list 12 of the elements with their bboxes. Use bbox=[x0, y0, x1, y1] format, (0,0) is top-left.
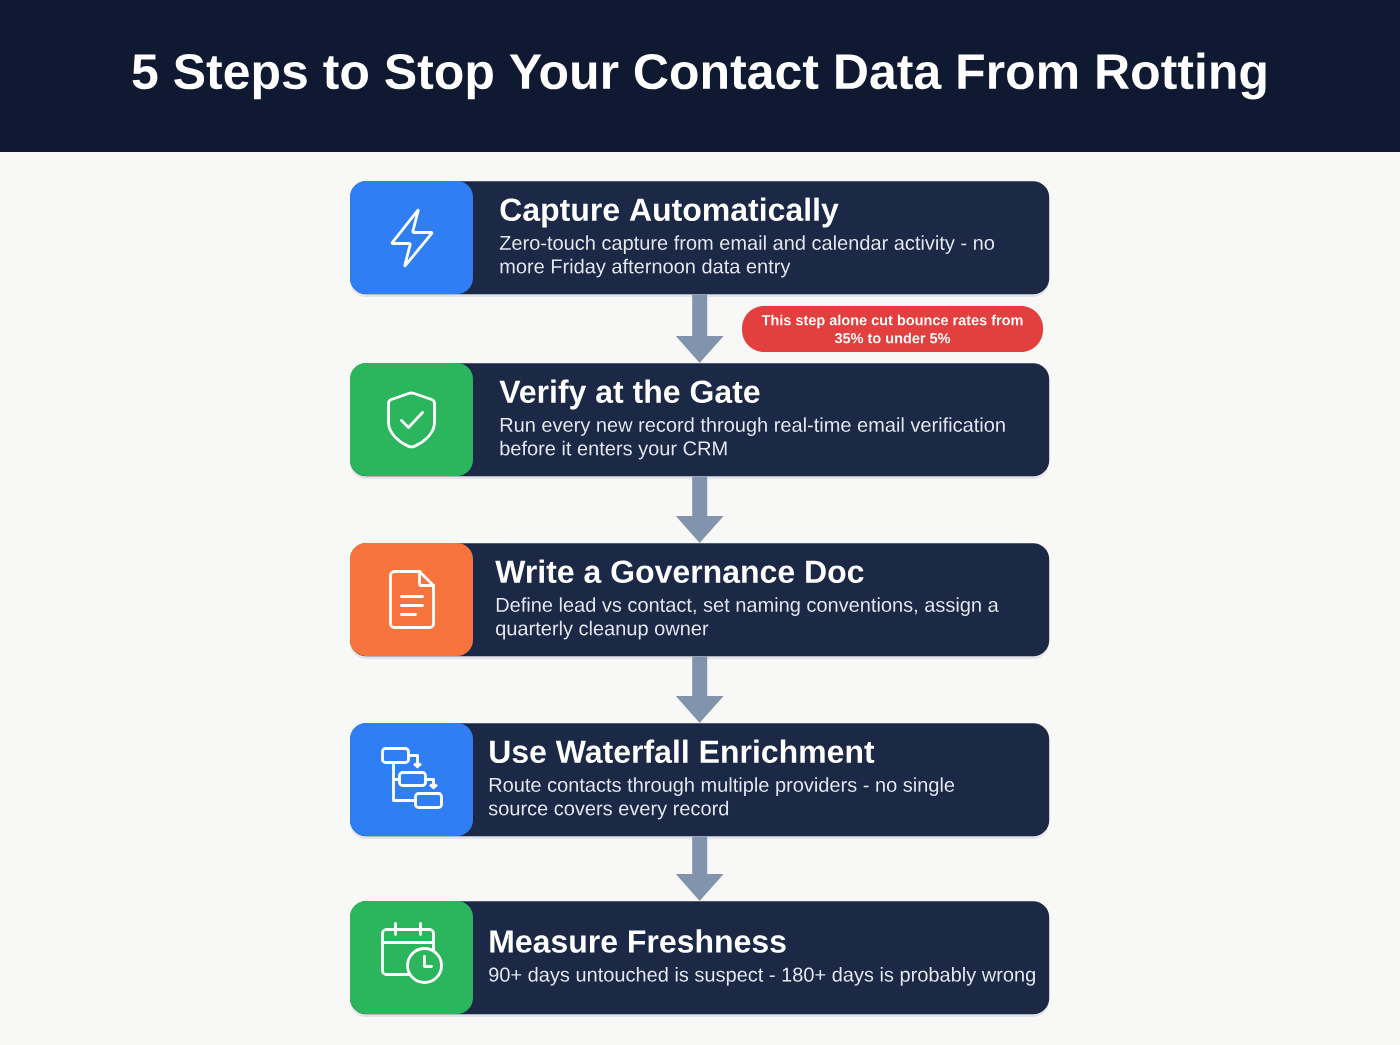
step-description: Run every new record through real-time email verification before it enters your CRM bbox=[500, 417, 1005, 460]
step-title: Verify at the Gate bbox=[499, 379, 760, 410]
step-description: Define lead vs contact, set naming conventions, assign a quarterly cleanup owner bbox=[496, 597, 999, 640]
step-title: Measure Freshness bbox=[490, 929, 786, 953]
step-title: Use Waterfall Enrichment bbox=[490, 739, 875, 764]
step-description: Zero-touch capture from email and calendar activity - no more Friday afternoon data entry bbox=[499, 235, 995, 278]
step-title: Write a Governance Doc bbox=[495, 559, 864, 584]
step-description: Route contacts through multiple providers - no single source covers every record bbox=[488, 777, 955, 820]
step-title: Capture Automatically bbox=[500, 197, 839, 228]
title-banner: 5 Steps to Stop Your Contact Data From Rotting bbox=[0, 0, 1400, 152]
callout-badge: This step alone cut bounce rates from 35% to under 5% bbox=[742, 306, 1043, 352]
step-description: 90+ days untouched is suspect - 180+ days is probably wrong bbox=[489, 967, 1035, 986]
